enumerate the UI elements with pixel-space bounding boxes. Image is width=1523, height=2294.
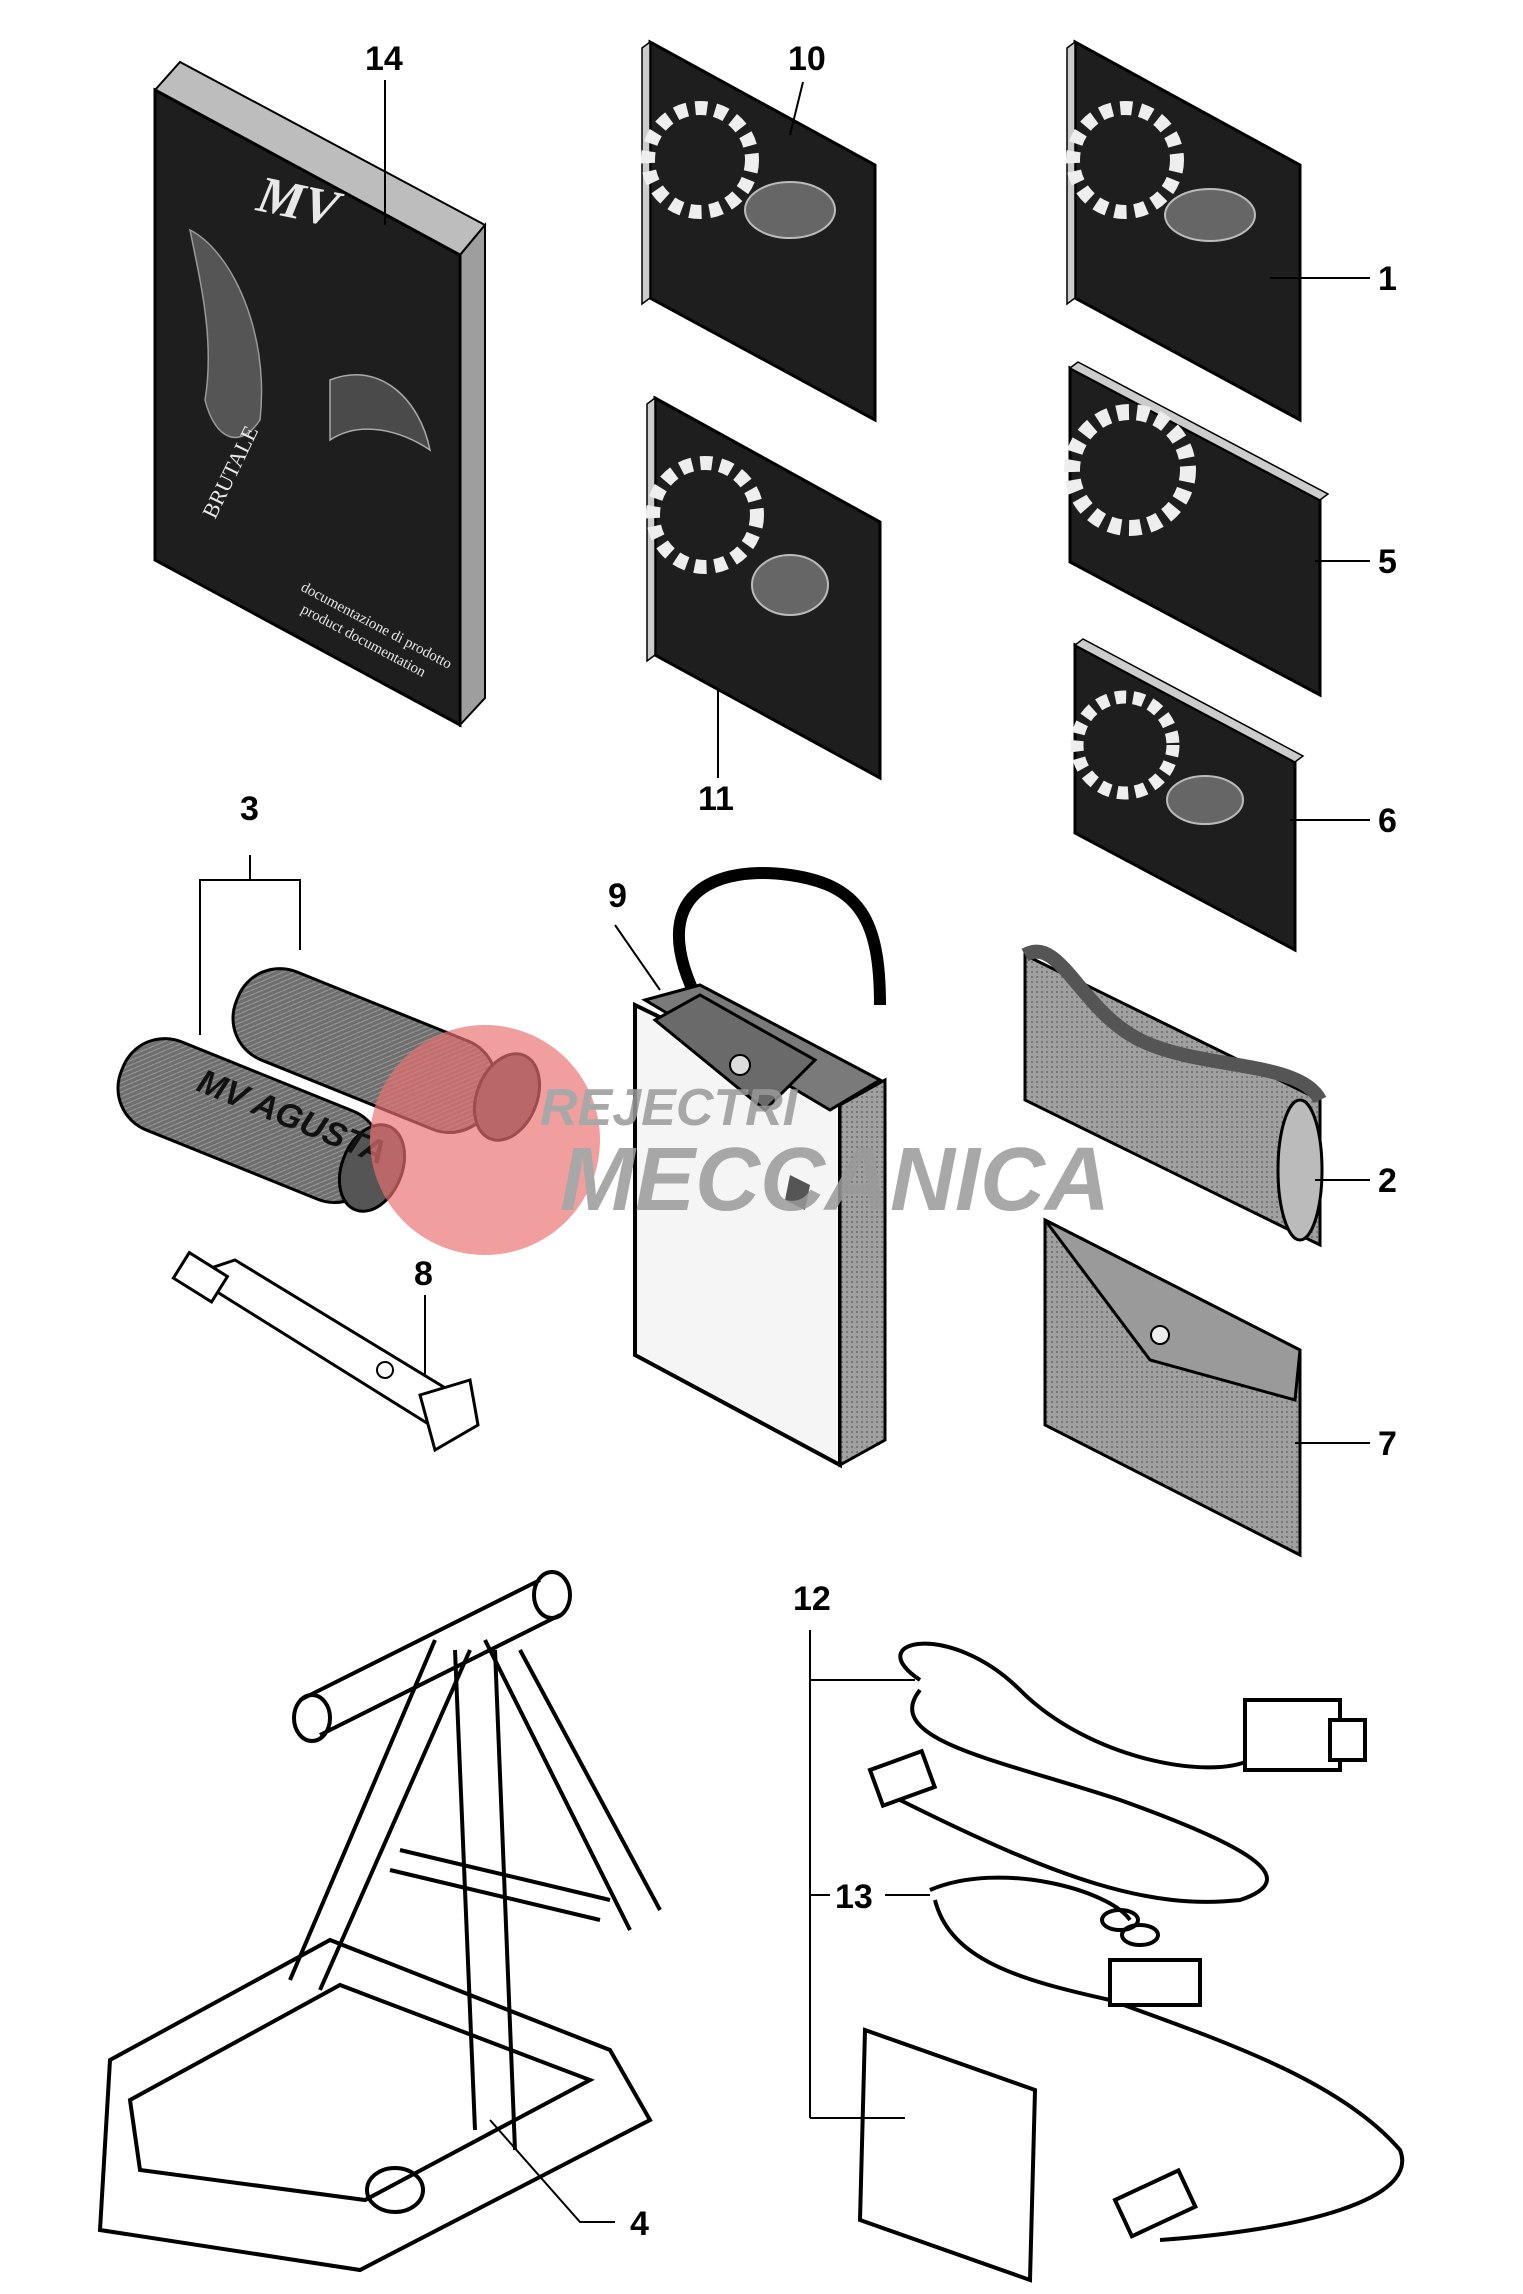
envelope-pouch: [1043, 1217, 1302, 1558]
callout-3: 3: [240, 790, 259, 828]
callout-numbers: 14 10 1 5 11 6 3 9 2 8 7 12 13 4: [240, 40, 1397, 2243]
callout-2: 2: [1378, 1162, 1397, 1200]
callout-14: 14: [365, 40, 403, 78]
watermark: REJECTRI MECCANICA: [370, 1025, 1110, 1255]
booklet-10: [641, 39, 877, 423]
callout-12: 12: [793, 1580, 831, 1618]
product-documentation-book: MV BRUTALE documentazione di prodotto pr…: [153, 60, 487, 728]
watermark-line-2: MECCANICA: [560, 1130, 1110, 1230]
tool-pouch: [1021, 944, 1327, 1248]
leader-lines: [199, 80, 1370, 2223]
booklet-1: [1066, 39, 1302, 423]
callout-7: 7: [1378, 1425, 1397, 1463]
callout-1: 1: [1378, 260, 1397, 298]
callout-9: 9: [608, 877, 627, 915]
booklet-5: [1064, 361, 1330, 698]
document-bag: [633, 867, 887, 1469]
callout-8: 8: [414, 1255, 433, 1293]
callout-4: 4: [630, 2205, 649, 2243]
paddock-stand: [97, 1570, 662, 2273]
watermark-line-1: REJECTRI: [540, 1079, 799, 1137]
callout-13: 13: [835, 1878, 873, 1916]
booklet-11: [646, 395, 882, 781]
callout-10: 10: [788, 40, 826, 78]
booklet-6: [1070, 638, 1305, 953]
callout-5: 5: [1378, 543, 1397, 581]
callout-11: 11: [698, 780, 734, 818]
battery-charger-kit: [857, 1641, 1405, 2283]
box-wrench: [171, 1250, 480, 1453]
callout-6: 6: [1378, 802, 1397, 840]
